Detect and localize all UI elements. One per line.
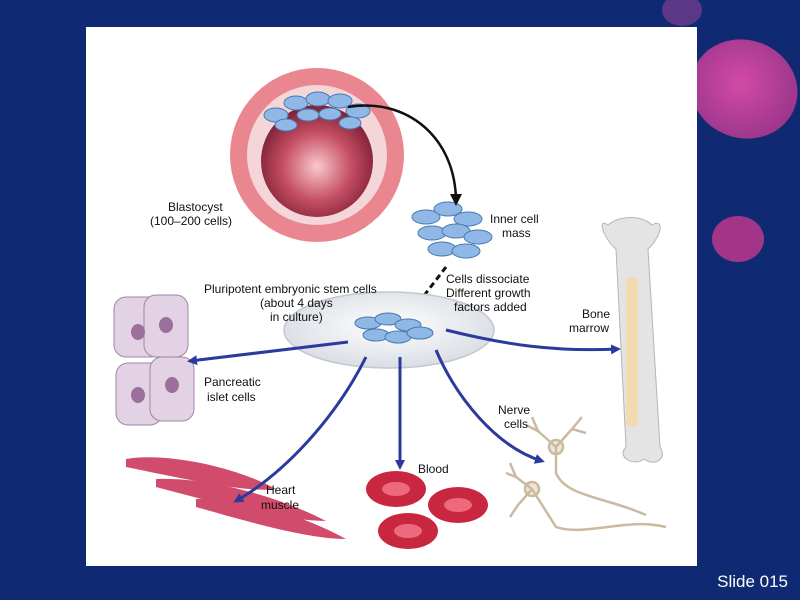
label-pluripotent-line3: in culture) bbox=[270, 310, 323, 324]
label-nerve-line2: cells bbox=[504, 417, 528, 431]
slide-number: Slide 015 bbox=[717, 572, 788, 591]
arrow-to-heart-muscle bbox=[233, 356, 368, 503]
label-heart-line1: Heart bbox=[266, 483, 296, 497]
blood-cells-illustration bbox=[366, 471, 488, 549]
decorative-blob-medium bbox=[712, 216, 764, 262]
label-dissociate-line2: Different growth bbox=[446, 286, 531, 300]
culture-dish bbox=[283, 291, 495, 369]
label-bone-line1: Bone bbox=[582, 307, 610, 321]
arrow-to-bone-marrow bbox=[445, 328, 621, 355]
label-pancreatic-line1: Pancreatic bbox=[204, 375, 261, 389]
label-heart-line2: muscle bbox=[261, 498, 299, 512]
diagram-panel: Blastocyst (100–200 cells) Inner cell ma… bbox=[86, 27, 697, 566]
label-bone-line2: marrow bbox=[569, 321, 609, 335]
decorative-blob-small bbox=[662, 0, 702, 26]
blastocyst-illustration bbox=[230, 68, 404, 242]
label-blastocyst-line1: Blastocyst bbox=[168, 200, 223, 214]
label-pancreatic-line2: islet cells bbox=[207, 390, 256, 404]
arrow-to-nerve-cells bbox=[434, 349, 545, 464]
label-inner-cell-line2: mass bbox=[502, 226, 531, 240]
nerve-cells-illustration bbox=[505, 416, 667, 532]
arrow-to-pancreatic-cells bbox=[187, 340, 349, 366]
stem-cell-diagram: Blastocyst (100–200 cells) Inner cell ma… bbox=[113, 68, 667, 549]
pancreatic-islet-cells-illustration bbox=[113, 294, 195, 426]
label-dissociate-line1: Cells dissociate bbox=[446, 272, 530, 286]
label-nerve-line1: Nerve bbox=[498, 403, 530, 417]
label-dissociate-line3: factors added bbox=[454, 300, 527, 314]
arrow-blastocyst-to-inner-cell-mass bbox=[347, 104, 462, 206]
inner-cell-mass-cluster bbox=[411, 201, 493, 259]
label-blood: Blood bbox=[418, 462, 449, 476]
bone-illustration bbox=[601, 217, 663, 463]
label-pluripotent-line2: (about 4 days bbox=[260, 296, 333, 310]
label-pluripotent-line1: Pluripotent embryonic stem cells bbox=[204, 282, 377, 296]
heart-muscle-illustration bbox=[126, 457, 346, 539]
label-inner-cell-line1: Inner cell bbox=[490, 212, 539, 226]
label-blastocyst-line2: (100–200 cells) bbox=[150, 214, 232, 228]
